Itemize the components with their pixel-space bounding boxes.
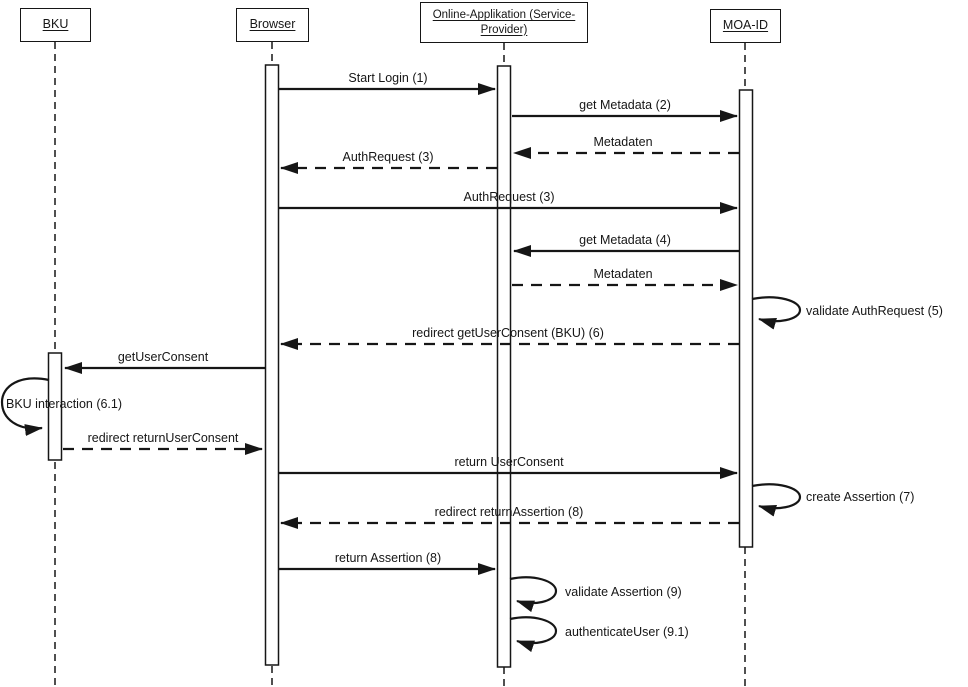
message-label-redirect-getuserconsent: redirect getUserConsent (BKU) (6) [412,326,604,340]
actor-box-moa-id: MOA-ID [710,9,781,43]
activation-bar-online-applikation [496,65,512,668]
self-loop-authenticateuser [509,616,558,653]
message-label-metadaten-1: Metadaten [593,135,653,149]
message-label-bku-interaction: BKU interaction (6.1) [6,397,123,411]
self-loop-create-assertion [751,483,802,517]
message-label-get-metadata-4: get Metadata (4) [579,233,671,247]
message-label-getuserconsent: getUserConsent [117,350,209,364]
actor-box-online-applikation: Online-Applikation (Service-Provider) [420,2,588,43]
message-label-validate-authrequest: validate AuthRequest (5) [806,304,943,318]
actor-box-bku: BKU [20,8,91,42]
message-label-metadaten-2: Metadaten [593,267,653,281]
message-label-get-metadata-2: get Metadata (2) [579,98,671,112]
self-loop-bku-interaction [0,377,50,437]
actor-label-online-applikation: Online-Applikation (Service-Provider) [432,9,576,36]
actor-label-moa-id: MOA-ID [722,18,769,33]
message-label-redirect-returnassertion: redirect returnAssertion (8) [434,505,584,519]
activation-bar-bku [47,352,63,461]
self-loop-validate-assertion [509,576,558,613]
message-label-authenticateuser: authenticateUser (9.1) [565,625,689,639]
message-label-return-assertion: return Assertion (8) [334,551,442,565]
message-label-validate-assertion: validate Assertion (9) [565,585,682,599]
activation-bar-browser [264,64,280,666]
actor-label-browser: Browser [249,17,296,32]
activation-bar-moa-id [738,89,754,548]
message-label-return-userconsent: return UserConsent [454,455,564,469]
message-label-redirect-returnuserconsent: redirect returnUserConsent [87,431,239,445]
self-loop-validate-authrequest [751,296,802,330]
message-label-create-assertion: create Assertion (7) [806,490,915,504]
actor-label-bku: BKU [42,17,69,32]
message-label-authrequest-to-browser: AuthRequest (3) [342,150,434,164]
message-label-start-login: Start Login (1) [348,71,428,85]
actor-box-browser: Browser [236,8,309,42]
message-label-authrequest-to-moa: AuthRequest (3) [463,190,555,204]
